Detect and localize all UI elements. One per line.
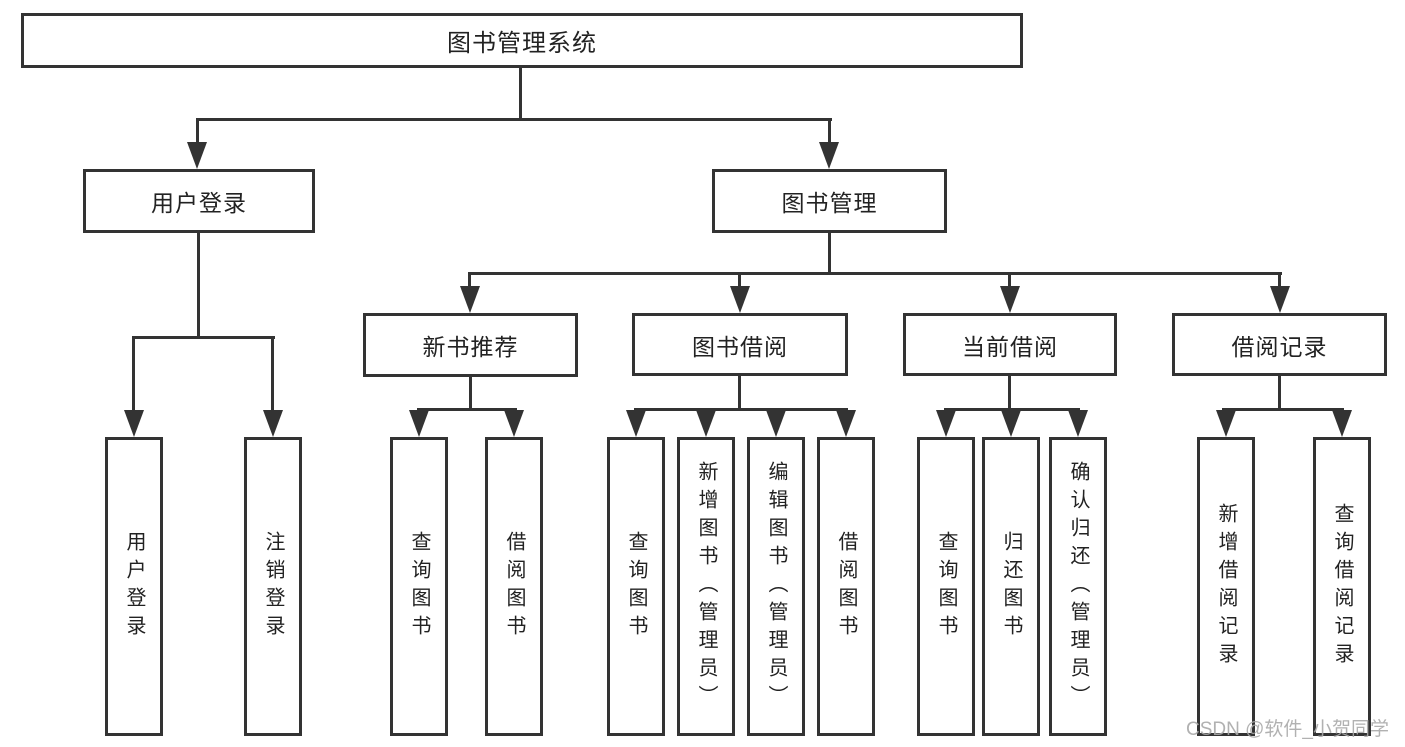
connector-line: [468, 272, 1282, 275]
connector-line: [197, 233, 200, 336]
leaf-query-borrow-record: 查询借阅记录: [1313, 437, 1371, 736]
arrowhead-down-icon: [460, 286, 480, 313]
arrowhead-down-icon: [1000, 286, 1020, 313]
leaf-return-book: 归还图书: [982, 437, 1040, 736]
leaf-query-book: 查询图书: [607, 437, 665, 736]
leaf-edit-book-admin-label: 编辑图书（管理员）: [765, 460, 787, 713]
leaf-query-book-label: 查询图书: [935, 530, 957, 643]
arrowhead-down-icon: [504, 410, 524, 437]
leaf-add-borrow-record: 新增借阅记录: [1197, 437, 1255, 736]
leaf-add-book-admin-label: 新增图书（管理员）: [695, 460, 717, 713]
arrowhead-down-icon: [124, 410, 144, 437]
leaf-borrow-book-label: 借阅图书: [503, 530, 525, 643]
arrowhead-down-icon: [187, 142, 207, 169]
node-user-login: 用户登录: [83, 169, 315, 233]
node-book-management: 图书管理: [712, 169, 947, 233]
connector-line: [196, 118, 199, 145]
csdn-watermark: CSDN @软件_小贺同学: [1186, 719, 1389, 740]
node-borrow-records: 借阅记录: [1172, 313, 1387, 376]
leaf-query-book: 查询图书: [917, 437, 975, 736]
arrowhead-down-icon: [263, 410, 283, 437]
connector-line: [469, 377, 472, 408]
connector-line: [1008, 272, 1011, 288]
leaf-edit-book-admin: 编辑图书（管理员）: [747, 437, 805, 736]
connector-line: [1008, 376, 1011, 408]
connector-line: [271, 336, 274, 412]
leaf-query-book-label: 查询图书: [408, 530, 430, 643]
connector-line: [132, 336, 135, 412]
leaf-borrow-book: 借阅图书: [485, 437, 543, 736]
arrowhead-down-icon: [626, 410, 646, 437]
arrowhead-down-icon: [1216, 410, 1236, 437]
arrowhead-down-icon: [936, 410, 956, 437]
leaf-logout: 注销登录: [244, 437, 302, 736]
arrowhead-down-icon: [819, 142, 839, 169]
connector-line: [468, 272, 471, 288]
connector-line: [417, 408, 517, 411]
node-new-book-recommend: 新书推荐: [363, 313, 578, 377]
connector-line: [197, 118, 832, 121]
arrowhead-down-icon: [730, 286, 750, 313]
connector-line: [519, 68, 522, 118]
connector-line: [738, 272, 741, 288]
leaf-query-borrow-record-label: 查询借阅记录: [1331, 502, 1353, 671]
leaf-add-borrow-record-label: 新增借阅记录: [1215, 502, 1237, 671]
connector-line: [828, 118, 831, 145]
connector-line: [944, 408, 1080, 411]
connector-line: [1278, 272, 1281, 288]
node-library-management-system: 图书管理系统: [21, 13, 1023, 68]
arrowhead-down-icon: [1068, 410, 1088, 437]
connector-line: [738, 376, 741, 408]
connector-line: [828, 233, 831, 272]
leaf-add-book-admin: 新增图书（管理员）: [677, 437, 735, 736]
leaf-borrow-book: 借阅图书: [817, 437, 875, 736]
node-book-borrow: 图书借阅: [632, 313, 848, 376]
leaf-logout-label: 注销登录: [262, 530, 284, 643]
arrowhead-down-icon: [766, 410, 786, 437]
connector-line: [133, 336, 275, 339]
connector-line: [634, 408, 848, 411]
connector-line: [1222, 408, 1344, 411]
arrowhead-down-icon: [1332, 410, 1352, 437]
arrowhead-down-icon: [1270, 286, 1290, 313]
leaf-query-book: 查询图书: [390, 437, 448, 736]
node-current-borrow: 当前借阅: [903, 313, 1117, 376]
arrowhead-down-icon: [836, 410, 856, 437]
connector-line: [1278, 376, 1281, 408]
arrowhead-down-icon: [696, 410, 716, 437]
leaf-borrow-book-label: 借阅图书: [835, 530, 857, 643]
leaf-user-login: 用户登录: [105, 437, 163, 736]
leaf-user-login-label: 用户登录: [123, 530, 145, 643]
leaf-query-book-label: 查询图书: [625, 530, 647, 643]
arrowhead-down-icon: [1001, 410, 1021, 437]
arrowhead-down-icon: [409, 410, 429, 437]
leaf-confirm-return-admin-label: 确认归还（管理员）: [1067, 460, 1089, 713]
leaf-return-book-label: 归还图书: [1000, 530, 1022, 643]
leaf-confirm-return-admin: 确认归还（管理员）: [1049, 437, 1107, 736]
